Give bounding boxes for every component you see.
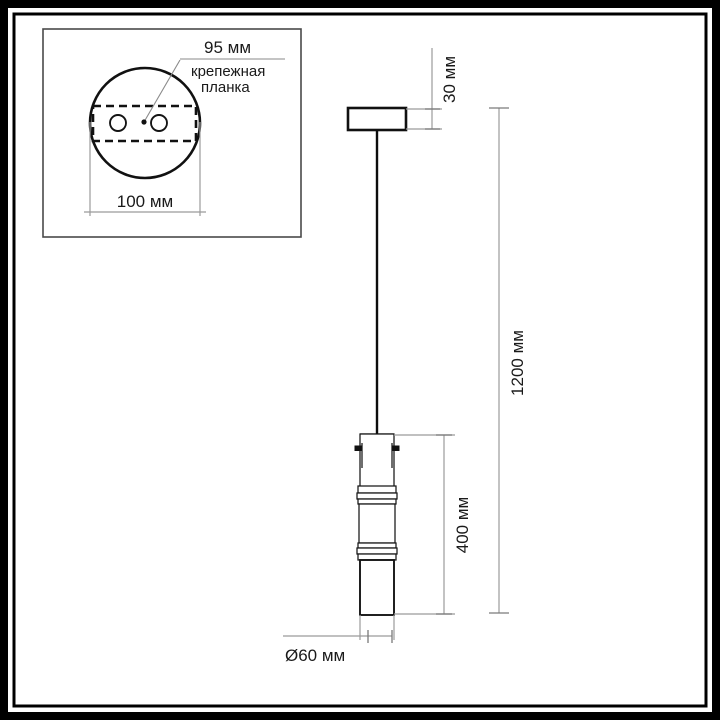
mounting-plate-label-line1: крепежная (191, 63, 265, 80)
body-lower-cylinder (359, 559, 395, 616)
dim-body-diameter: Ø60 мм (283, 615, 395, 665)
ceiling-mount-inset: 95 мм крепежная планка 100 мм (42, 28, 302, 238)
body-collar-upper-b (356, 492, 398, 500)
dim-total-drop-label: 1200 мм (508, 330, 527, 396)
dim-body-diameter-label: Ø60 мм (285, 646, 345, 665)
screw-hole-left (109, 114, 127, 132)
canopy-plate (346, 106, 408, 132)
plate-leader-line (143, 59, 181, 123)
mounting-plate-label-line2: планка (201, 79, 250, 96)
body-upper-cylinder (359, 433, 395, 491)
body-pin-left (354, 445, 363, 451)
screw-hole-right (150, 114, 168, 132)
dim-body-height: 400 мм (394, 434, 472, 615)
inner-border (12, 12, 708, 708)
dim-plate-width-label: 95 мм (204, 38, 251, 57)
body-pin-right (391, 445, 400, 451)
dim-body-height-label: 400 мм (453, 497, 472, 553)
body-collar-lower-b (356, 547, 398, 555)
pendant-elevation-view (346, 106, 408, 616)
body-collar-lower-a (357, 542, 397, 549)
body-middle-barrel (358, 503, 396, 544)
plate-leader-dot (141, 119, 147, 125)
dim-total-drop: 1200 мм (489, 107, 527, 614)
dim-canopy-height-label: 30 мм (440, 56, 459, 103)
body-collar-upper-a (357, 485, 397, 494)
dim-canopy-height: 30 мм (406, 48, 459, 130)
body-collar-upper-c (357, 498, 397, 505)
mounting-plate-dashed-outline (91, 104, 198, 143)
dim-canopy-diameter-label: 100 мм (117, 192, 173, 211)
